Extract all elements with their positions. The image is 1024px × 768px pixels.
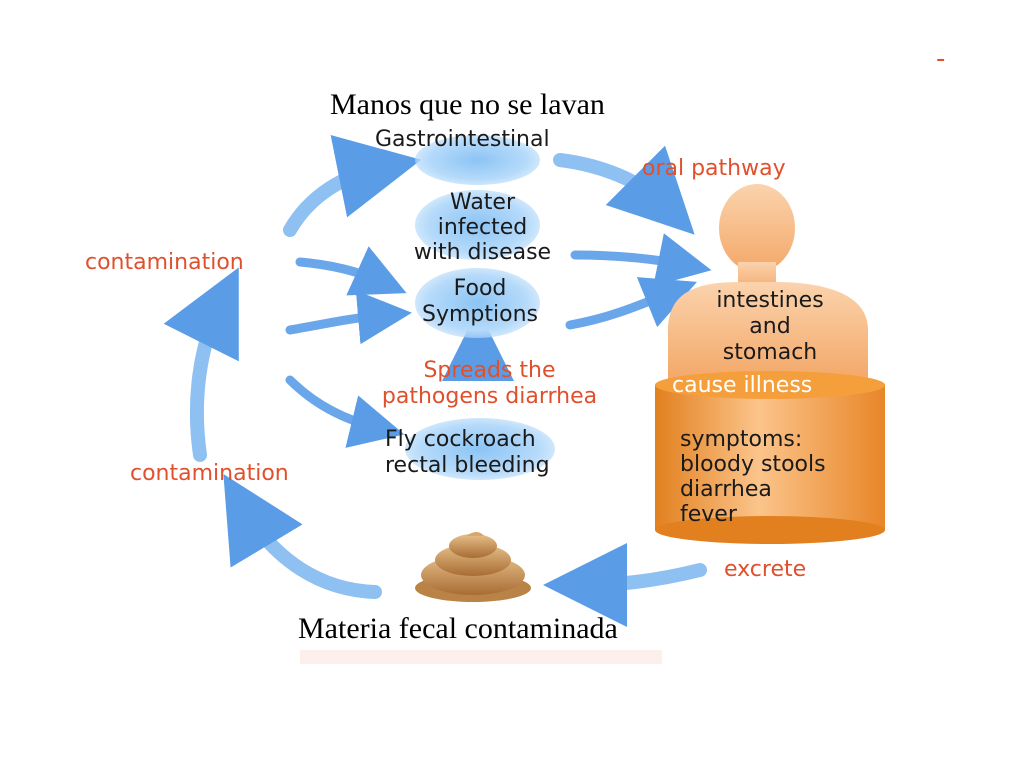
food-blob [415, 268, 540, 338]
illness-cylinder [655, 371, 885, 544]
fly-line-1: Fly cockroach [385, 427, 536, 452]
arrow-to-water [295, 246, 407, 296]
corner-mark: - [936, 44, 946, 74]
arrow-to-gastro [283, 135, 422, 237]
feces-icon [415, 532, 531, 602]
fly-line-2: rectal bleeding [385, 453, 550, 478]
arrow-feces-to-contamination [223, 473, 382, 599]
arrow-left-upward [163, 267, 239, 462]
outer-cycle-arrows [163, 135, 707, 627]
excrete-label: excrete [724, 557, 807, 582]
food-label: Food Symptions [400, 276, 560, 328]
symptoms-list: symptoms: bloody stools diarrhea fever [680, 427, 826, 527]
spreads-line-2: pathogens diarrhea [381, 384, 598, 409]
human-body-silhouette-icon [668, 184, 868, 380]
arrow-oral-pathway [553, 145, 695, 235]
arrow-water-to-body [570, 233, 712, 287]
food-line-2: Symptions [422, 302, 538, 327]
arrow-to-food [285, 290, 412, 345]
symptom-item: diarrhea [680, 477, 772, 502]
arrow-food-to-body [565, 277, 698, 330]
symptoms-heading: symptoms: [680, 427, 803, 452]
spreads-line-1: Spreads the [423, 358, 556, 383]
cause-illness-label: cause illness [672, 373, 813, 398]
fly-label: Fly cockroach rectal bleeding [385, 427, 550, 479]
water-line-2: infected [437, 215, 528, 240]
symptom-item: bloody stools [680, 452, 826, 477]
arrow-excrete [543, 542, 707, 627]
symptom-item: fever [680, 502, 737, 527]
organs-line-3: stomach [722, 340, 818, 365]
organs-label: intestines and stomach [690, 288, 850, 366]
organs-line-2: and [749, 314, 791, 339]
spreads-label: Spreads the pathogens diarrhea [352, 358, 627, 410]
gastro-label: Gastrointestinal [375, 127, 550, 152]
inner-left-arrows [285, 246, 412, 448]
gastro-blob [415, 135, 540, 185]
water-line-3: with disease [413, 240, 552, 265]
organs-line-1: intestines [716, 288, 824, 313]
food-line-1: Food [453, 276, 507, 301]
contamination-lower-label: contamination [130, 461, 289, 486]
water-blob [415, 190, 540, 260]
oral-pathway-label: oral pathway [642, 156, 786, 181]
caption-underline-smudge [300, 650, 662, 664]
title-bottom: Materia fecal contaminada [298, 612, 618, 645]
title-top: Manos que no se lavan [330, 88, 605, 121]
water-label: Water infected with disease [395, 190, 570, 265]
arrow-to-fly [285, 375, 405, 448]
contamination-upper-label: contamination [85, 250, 244, 275]
fly-blob [405, 418, 555, 480]
water-line-1: Water [449, 190, 516, 215]
inner-right-arrows [565, 233, 712, 330]
